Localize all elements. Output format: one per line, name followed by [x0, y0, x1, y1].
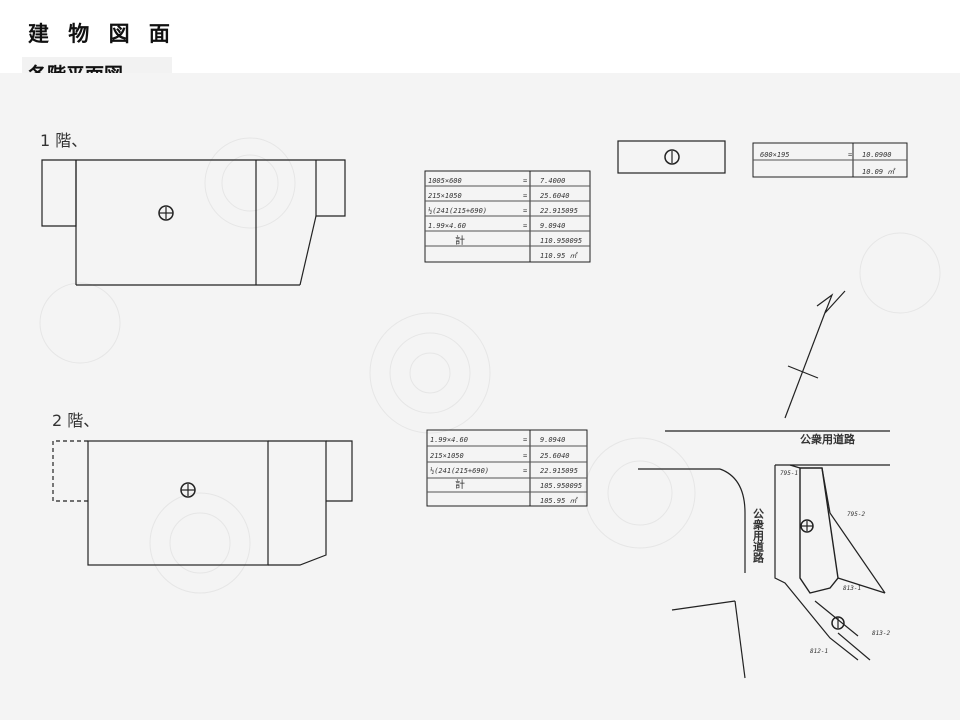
f1-row1-eq: = — [523, 177, 527, 185]
floor1-symbol — [158, 205, 174, 221]
lot-label-812-1: 812-1 — [810, 648, 828, 655]
f1-total-label: 計 — [455, 234, 465, 247]
floor2-label: 2 階、 — [52, 411, 99, 430]
f2-row3-value: 22.915095 — [540, 467, 578, 475]
f2-row3-eq: = — [523, 467, 527, 475]
annex-value: 10.0900 — [862, 151, 892, 159]
f1-row3-formula: ½(241(215+690) — [428, 207, 487, 215]
f1-total-value: 110.950095 — [540, 237, 582, 245]
road-label-vertical: 公衆用道路 — [752, 508, 765, 564]
floor1-plan — [41, 159, 346, 286]
f1-row2-eq: = — [523, 192, 527, 200]
site-plan — [638, 430, 890, 679]
f1-row4-eq: = — [523, 222, 527, 230]
annex-formula: 600×195 — [760, 151, 790, 159]
f2-total-value: 105.950095 — [540, 482, 582, 490]
f2-total-label: 計 — [455, 478, 465, 491]
f2-row1-value: 9.0940 — [540, 436, 565, 444]
north-arrow-icon — [784, 290, 846, 419]
annex-eq: = — [848, 151, 852, 159]
f1-row2-formula: 215×1050 — [428, 192, 462, 200]
f2-row2-formula: 215×1050 — [430, 452, 464, 460]
f2-total-rounded: 105.95 ㎡ — [540, 496, 579, 505]
f2-row1-eq: = — [523, 436, 527, 444]
floor1-label: 1 階、 — [40, 131, 87, 150]
f1-row4-formula: 1.99×4.60 — [428, 222, 466, 230]
floor2-area-table: 1.99×4.60 = 9.0940 215×1050 = 25.6040 ½(… — [426, 429, 588, 507]
f1-row1-value: 7.4000 — [540, 177, 565, 185]
drawing-sheet: 1 階、 1005×600 = 7.4000 215×1050 = 25.604… — [0, 73, 960, 720]
lot-label-795-2: 795-2 — [847, 511, 865, 518]
f1-row3-value: 22.915095 — [540, 207, 578, 215]
f2-row2-eq: = — [523, 452, 527, 460]
annex-area-table: 600×195 = 10.0900 10.09 ㎡ — [752, 142, 908, 178]
lot-label-795-1: 795-1 — [780, 470, 798, 477]
f1-row2-value: 25.6040 — [540, 192, 570, 200]
annex-total: 10.09 ㎡ — [862, 167, 896, 176]
annex-plan — [617, 140, 726, 174]
floor2-symbol — [180, 482, 196, 498]
f1-total-rounded: 110.95 ㎡ — [540, 251, 579, 260]
f1-row1-formula: 1005×600 — [428, 177, 462, 185]
watermark-pattern — [39, 137, 941, 594]
f1-row3-eq: = — [523, 207, 527, 215]
f2-row3-formula: ½(241(215+690) — [430, 467, 489, 475]
site-annex-symbol — [831, 616, 845, 630]
plan-drawing: 1 階、 1005×600 = 7.4000 215×1050 = 25.604… — [39, 131, 941, 679]
road-label-horizontal: 公衆用道路 — [800, 432, 856, 446]
f2-row1-formula: 1.99×4.60 — [430, 436, 468, 444]
page-title: 建 物 図 面 — [28, 22, 176, 46]
floor2-plan — [52, 440, 353, 566]
lot-label-813-2: 813-2 — [872, 630, 890, 637]
f1-row4-value: 9.0940 — [540, 222, 565, 230]
f2-row2-value: 25.6040 — [540, 452, 570, 460]
lot-label-813-1: 813-1 — [843, 585, 861, 592]
floor1-area-table: 1005×600 = 7.4000 215×1050 = 25.6040 ½(2… — [424, 170, 591, 263]
site-building-symbol — [800, 519, 814, 533]
